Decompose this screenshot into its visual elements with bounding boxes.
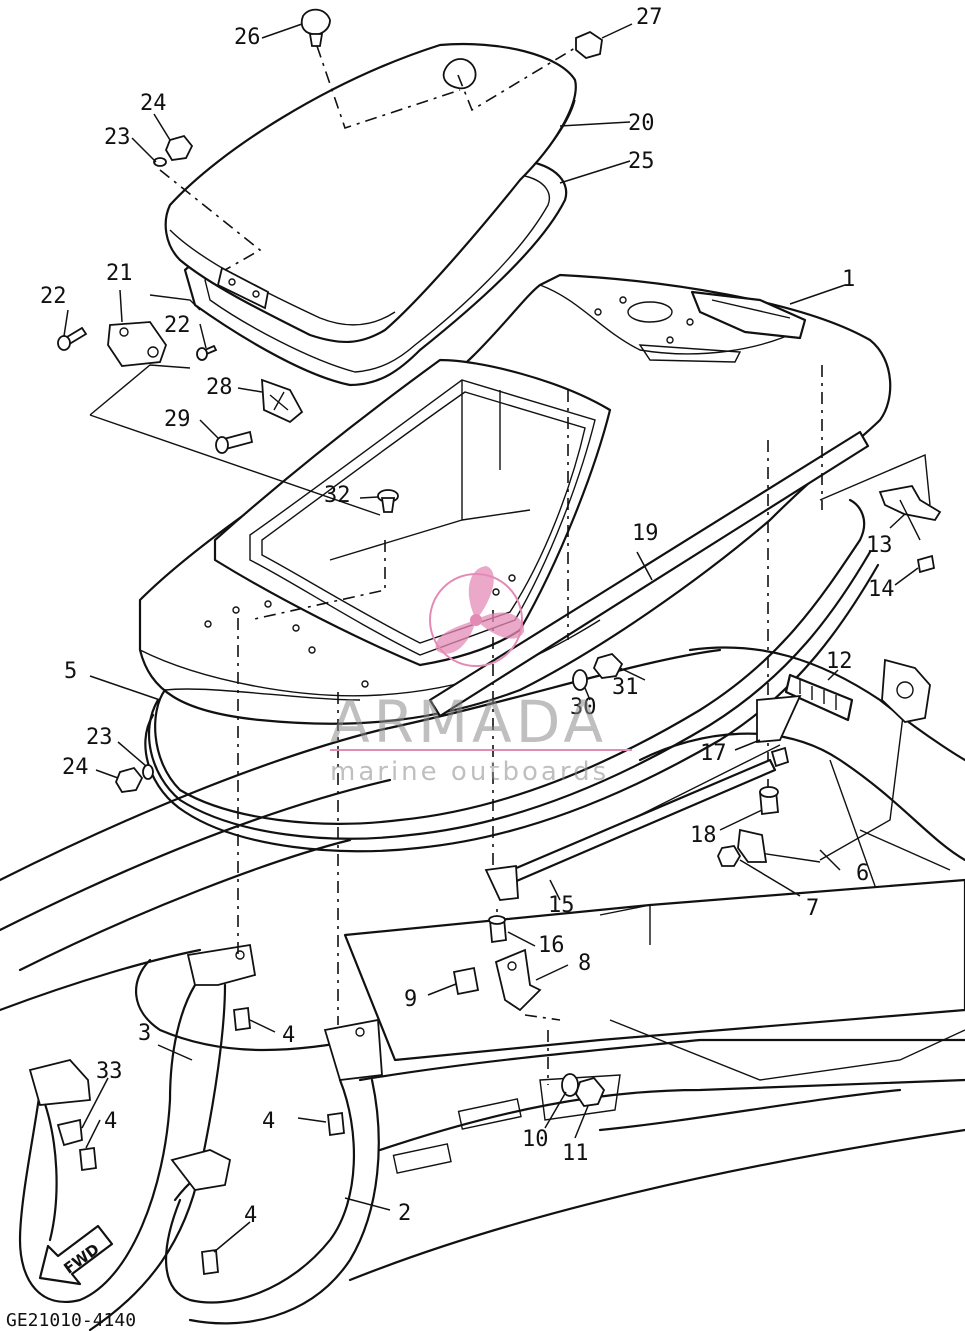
callout-33: 33	[96, 1059, 123, 1084]
callout-15: 15	[548, 893, 575, 918]
callout-24b: 24	[62, 755, 89, 780]
screw-22-left	[57, 326, 88, 351]
bolt-18	[759, 786, 779, 816]
clip-33	[56, 1118, 83, 1147]
nut-27	[575, 30, 603, 59]
nut-11	[575, 1076, 606, 1107]
callout-25: 25	[628, 149, 655, 174]
hatch-cover	[164, 42, 577, 344]
bracket-8	[494, 948, 542, 1012]
latch-12b	[881, 658, 931, 723]
callout-13: 13	[866, 533, 893, 558]
rod-15	[484, 746, 790, 901]
callout-4c: 4	[104, 1109, 117, 1134]
callout-17: 17	[700, 741, 727, 766]
hood-assembly	[138, 273, 892, 725]
washer-23-left	[142, 764, 154, 780]
bracket-6	[737, 828, 768, 863]
washer-30	[572, 669, 588, 691]
callout-31: 31	[612, 675, 639, 700]
callout-4a: 4	[282, 1023, 295, 1048]
bolts-4	[79, 1006, 345, 1276]
callout-11: 11	[562, 1141, 589, 1166]
handle-bracket-upper-left	[186, 943, 257, 986]
callout-4b: 4	[262, 1109, 275, 1134]
callout-21: 21	[106, 261, 133, 286]
watermark: ARMADA marine outboards	[330, 566, 632, 787]
callout-6: 6	[856, 861, 869, 886]
hinge-21	[107, 321, 168, 367]
bolt-14	[916, 554, 936, 574]
hood-fastener-holes	[204, 296, 694, 688]
bolt-9	[452, 966, 480, 996]
callout-12: 12	[826, 649, 853, 674]
callout-18: 18	[690, 823, 717, 848]
callout-labels: 1 2 3 4 4 4 4 4 5 6 7 8 9 10 11 12 13 14…	[40, 5, 895, 1228]
watermark-tagline: marine outboards	[330, 757, 609, 787]
callout-23a: 23	[104, 125, 131, 150]
nut-7	[717, 845, 742, 867]
callout-8: 8	[578, 951, 591, 976]
nut-24-left	[114, 766, 144, 793]
bracket-28	[261, 378, 304, 424]
screw-29	[215, 430, 254, 454]
callout-23b: 23	[86, 725, 113, 750]
handle-bracket-lower-left	[28, 1058, 91, 1106]
bolt-16	[488, 915, 507, 944]
callout-26: 26	[234, 25, 261, 50]
callout-3: 3	[138, 1021, 151, 1046]
callout-16: 16	[538, 933, 565, 958]
callout-4d: 4	[244, 1203, 257, 1228]
watermark-propeller-icon	[429, 566, 525, 667]
plug-32	[377, 489, 399, 513]
callout-24a: 24	[140, 91, 167, 116]
callout-2: 2	[398, 1201, 411, 1226]
handle-bracket-lower-mid	[170, 1149, 232, 1191]
bracket-17	[756, 694, 802, 743]
callout-10: 10	[522, 1127, 549, 1152]
watermark-brand: ARMADA	[330, 688, 607, 756]
callout-29: 29	[164, 407, 191, 432]
callout-22a: 22	[40, 284, 67, 309]
washer-10	[561, 1073, 579, 1097]
callout-22b: 22	[164, 313, 191, 338]
callout-30: 30	[570, 695, 597, 720]
leader-lines	[63, 23, 919, 1253]
callout-7: 7	[806, 896, 819, 921]
drawing-code: GE21010-4140	[6, 1310, 136, 1331]
callout-14: 14	[868, 577, 895, 602]
callout-9: 9	[404, 987, 417, 1012]
nut-31	[592, 652, 624, 679]
washer-23-top	[153, 157, 167, 167]
bracket-13	[878, 484, 942, 541]
handle-bracket-middle	[323, 1018, 383, 1081]
callout-5: 5	[64, 659, 77, 684]
callout-28: 28	[206, 375, 233, 400]
grommet-26	[300, 8, 331, 47]
strap-12	[784, 673, 854, 722]
callout-20: 20	[628, 111, 655, 136]
callout-1: 1	[842, 267, 855, 292]
callout-32: 32	[324, 483, 351, 508]
nut-24-top	[164, 134, 194, 161]
screw-22-right	[196, 344, 218, 361]
callout-27: 27	[636, 5, 663, 30]
callout-19: 19	[632, 521, 659, 546]
